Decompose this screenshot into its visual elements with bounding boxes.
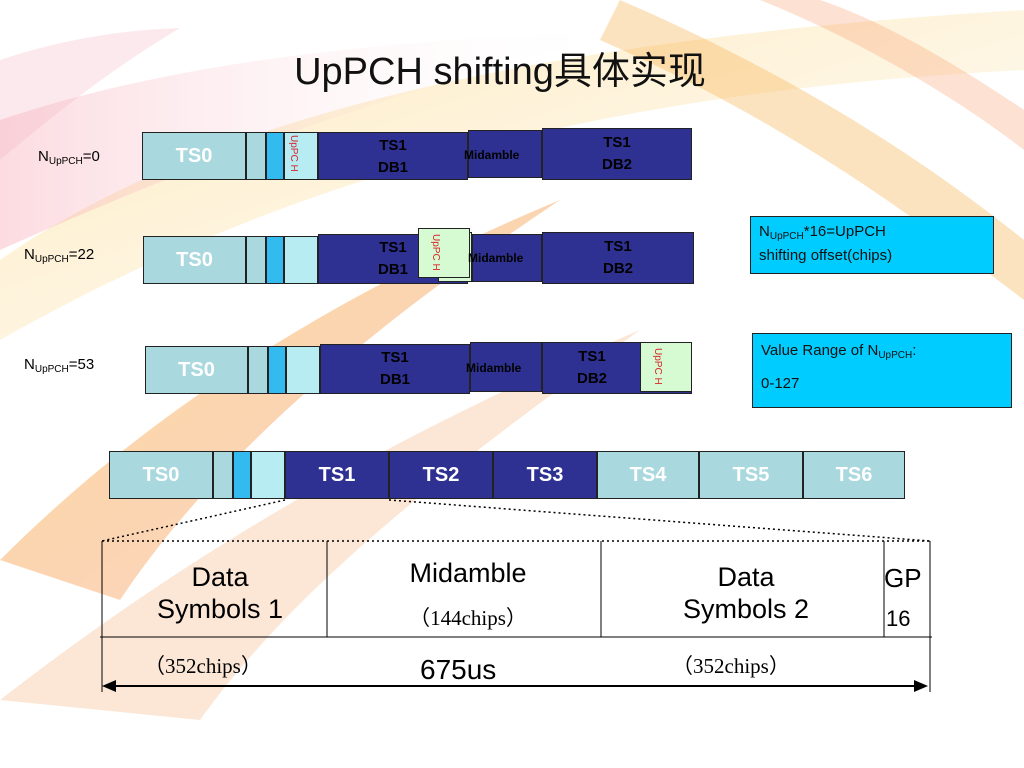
- ts1-db2-block-row1: TS1 DB2: [542, 128, 692, 180]
- data2-line1: Data: [717, 562, 775, 592]
- ts1-label-row2: TS1: [379, 239, 407, 256]
- frame-ts1: TS1: [285, 451, 389, 499]
- gp-label: GP: [884, 563, 922, 593]
- frame-ts6: TS6: [803, 451, 905, 499]
- midamble-label-row2: Midamble: [468, 251, 524, 265]
- n-label-row1: NUpPCH=0: [38, 148, 100, 167]
- db1-label-row1: DB1: [377, 159, 408, 176]
- db1-label-row3: DB1: [379, 371, 410, 388]
- uppts-row3: [286, 346, 320, 394]
- upch-block-row3: [640, 342, 692, 392]
- uppts-row2: [284, 236, 318, 284]
- frame-ts4: TS4: [597, 451, 699, 499]
- offset-note: NUpPCH*16=UpPCH shifting offset(chips): [750, 216, 994, 274]
- ts1-label-row1: TS1: [379, 137, 407, 154]
- midamble-label-row3: Midamble: [466, 361, 522, 375]
- n-label-row2: NUpPCH=22: [24, 246, 95, 265]
- range-note: Value Range of NUpPCH: 0-127: [752, 333, 1012, 408]
- dwpts-row1: [246, 132, 266, 180]
- ts1b-label-row1: TS1: [603, 134, 631, 151]
- data1-line2: Symbols 1: [156, 594, 284, 624]
- data-symbols-1-label: Data Symbols 1: [120, 561, 320, 625]
- gp-row2: [266, 236, 284, 284]
- data2-line2: Symbols 2: [682, 594, 810, 624]
- db2-label-row1: DB2: [601, 156, 632, 173]
- range-note-line2: 0-127: [761, 375, 800, 392]
- gp-value: 16: [886, 606, 911, 631]
- db2-label-row3: DB2: [576, 370, 607, 387]
- ts0-block-row3: TS0: [145, 346, 248, 394]
- upch-label-row3: UpPC H: [652, 348, 663, 385]
- data2-chips: （352chips）: [672, 654, 790, 678]
- data1-line1: Data: [191, 562, 249, 592]
- frame-dwpts: [213, 451, 233, 499]
- frame-uppts: [251, 451, 285, 499]
- upch-label-row1: UpPC H: [288, 135, 299, 172]
- offset-note-line1: NUpPCH*16=UpPCH: [759, 223, 886, 242]
- midamble-block-row3: [470, 342, 542, 392]
- frame-ts3: TS3: [493, 451, 597, 499]
- data1-chips: （352chips）: [144, 654, 262, 678]
- gp-row1: [266, 132, 284, 180]
- ts1-label-row3: TS1: [381, 349, 409, 366]
- ts1b-label-row2: TS1: [604, 238, 632, 255]
- upch-label-row2: UpPC H: [430, 234, 441, 271]
- range-note-line1: Value Range of NUpPCH:: [761, 342, 917, 361]
- uppts-row1: [284, 132, 318, 180]
- midamble-block-row2: [472, 234, 542, 282]
- midamble-detail-label: Midamble: [409, 558, 527, 588]
- frame-ts2: TS2: [389, 451, 493, 499]
- frame-ts0: TS0: [109, 451, 213, 499]
- ts1b-label-row3: TS1: [578, 348, 606, 365]
- duration-label: 675us: [420, 654, 497, 685]
- dwpts-row2: [246, 236, 266, 284]
- frame-gp: [233, 451, 251, 499]
- n-label-row3: NUpPCH=53: [24, 356, 95, 375]
- ts1-db1-block-row3: TS1 DB1: [320, 344, 470, 394]
- midamble-chips: （144chips）: [409, 606, 527, 630]
- midamble-label-row1: Midamble: [464, 148, 520, 162]
- db2-label-row2: DB2: [602, 260, 633, 277]
- ts1-db1-block-row1: TS1 DB1: [318, 132, 468, 180]
- db1-label-row2: DB1: [377, 261, 408, 278]
- slide-title: UpPCH shifting具体实现: [294, 51, 706, 93]
- frame-ts5: TS5: [699, 451, 803, 499]
- ts0-block-row1: TS0: [142, 132, 246, 180]
- midamble-block-row1: [468, 130, 542, 178]
- ts0-block-row2: TS0: [143, 236, 246, 284]
- dwpts-row3: [248, 346, 268, 394]
- data-symbols-2-label: Data Symbols 2: [646, 561, 846, 625]
- upch-block-row2: [418, 228, 470, 278]
- ts1-db2-block-row2: TS1 DB2: [542, 232, 694, 284]
- offset-note-line2: shifting offset(chips): [759, 247, 893, 264]
- gp-row3: [268, 346, 286, 394]
